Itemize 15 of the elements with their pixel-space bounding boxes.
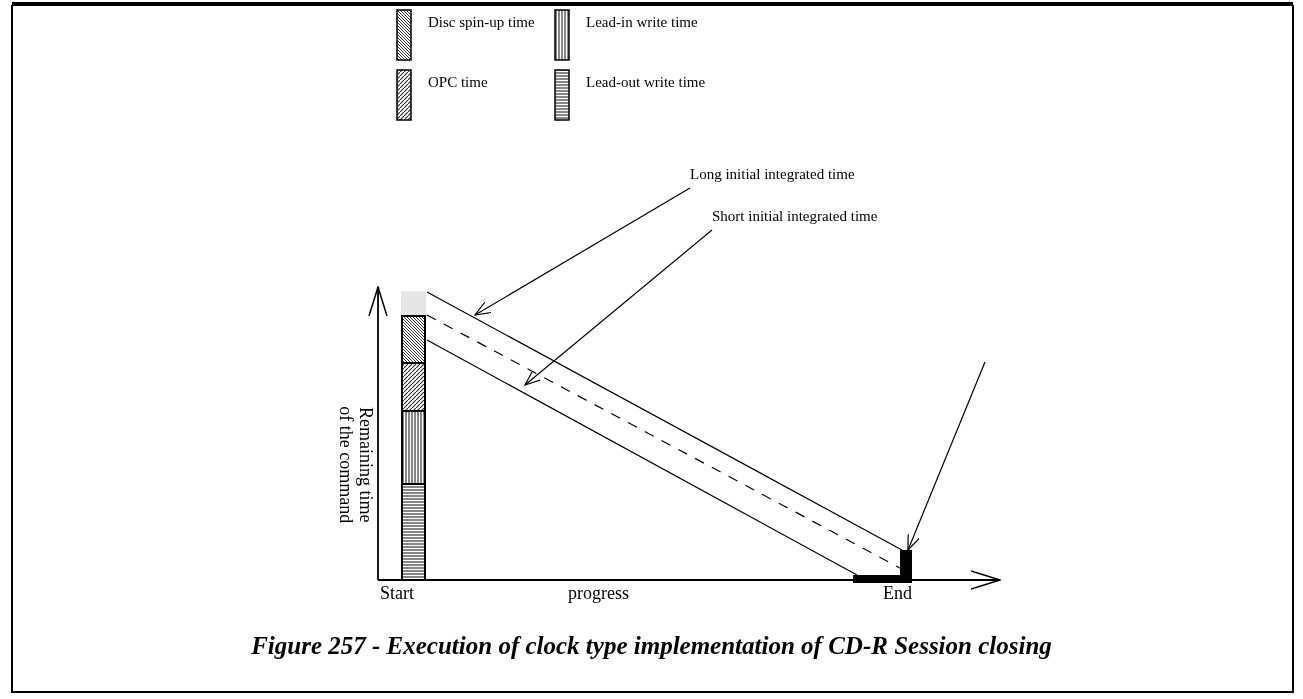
axis-title: Remaining time of the command — [335, 405, 375, 526]
axis-label: Start — [380, 584, 414, 604]
legend-text: Disc spin-up time — [428, 14, 535, 31]
figure-caption: Figure 257 - Execution of clock type implementation of CD-R Session closing — [250, 632, 1053, 660]
legend-text: OPC time — [428, 74, 488, 91]
leader-arrow — [907, 361, 986, 551]
leader-arrow — [524, 229, 713, 386]
legend-text: Lead-in write time — [586, 14, 698, 31]
axis-label: progress — [568, 584, 629, 604]
callout-text: Long initial integrated time — [690, 166, 855, 183]
legend-text: Lead-out write time — [586, 74, 706, 91]
callout-text: Short initial integrated time — [712, 208, 878, 225]
end-marker-bar — [853, 550, 912, 583]
leader-arrow — [474, 187, 691, 316]
axis-label: End — [883, 584, 912, 604]
